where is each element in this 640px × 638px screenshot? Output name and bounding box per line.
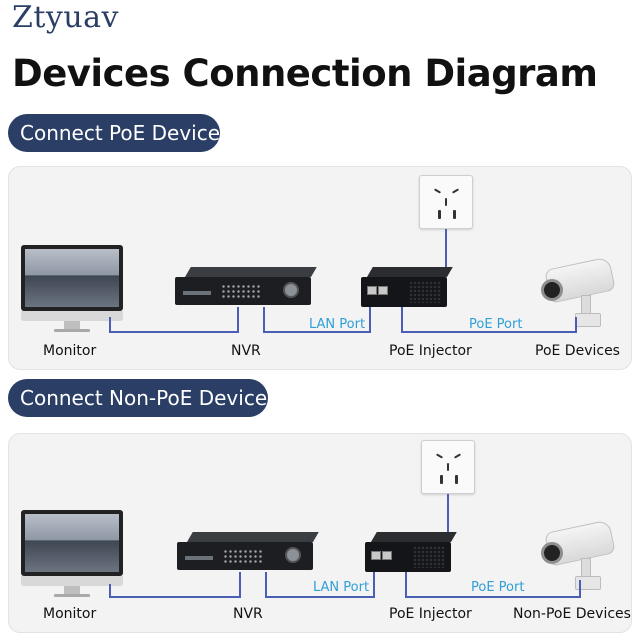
- poe-port-label: PoE Port: [469, 317, 523, 332]
- injector-label: PoE Injector: [389, 606, 472, 622]
- page-title: Devices Connection Diagram: [12, 52, 598, 95]
- camera-icon: [537, 256, 617, 339]
- wire-nvr-injector: [265, 596, 375, 598]
- injector-label: PoE Injector: [389, 343, 472, 359]
- wall-outlet-icon: [421, 440, 475, 494]
- camera-icon: [537, 519, 617, 602]
- poe-injector-icon: [361, 267, 453, 307]
- nvr-icon: [177, 532, 319, 572]
- power-wire: [445, 229, 447, 267]
- brand-logo-text: Ztyuav: [12, 0, 120, 35]
- nvr-label: NVR: [233, 606, 263, 622]
- wire-monitor-nvr: [109, 331, 239, 333]
- wire-monitor-nvr: [109, 596, 241, 598]
- lan-port-label: LAN Port: [313, 580, 370, 595]
- diagram-panel-poe: LAN Port PoE Port Monitor NVR PoE Inject…: [8, 166, 632, 370]
- power-wire: [447, 494, 449, 534]
- poe-port-label: PoE Port: [471, 580, 525, 595]
- device-label: PoE Devices: [535, 343, 620, 359]
- nvr-icon: [175, 267, 317, 307]
- monitor-label: Monitor: [43, 606, 97, 622]
- section-heading-poe: Connect PoE Devices: [8, 114, 230, 152]
- wire-nvr-injector: [263, 331, 371, 333]
- poe-injector-icon: [365, 532, 457, 572]
- wall-outlet-icon: [419, 175, 473, 229]
- device-label: Non-PoE Devices: [513, 606, 631, 622]
- section-heading-non-poe: Connect Non-PoE Devices: [8, 379, 278, 417]
- lan-port-label: LAN Port: [309, 317, 366, 332]
- diagram-panel-non-poe: LAN Port PoE Port Monitor NVR PoE Inject…: [8, 433, 632, 633]
- wire-injector-device: [405, 596, 581, 598]
- wire-injector-device: [401, 331, 577, 333]
- monitor-label: Monitor: [43, 343, 97, 359]
- nvr-label: NVR: [231, 343, 261, 359]
